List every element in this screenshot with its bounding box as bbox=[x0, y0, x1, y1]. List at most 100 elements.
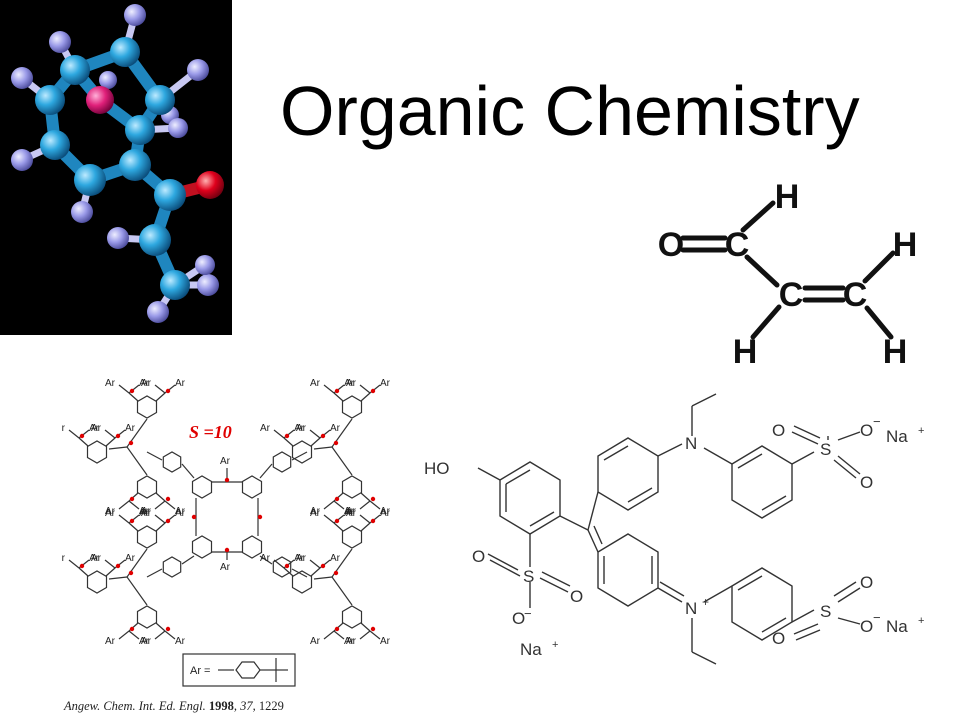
bond bbox=[105, 567, 116, 577]
bond bbox=[126, 446, 148, 476]
atom-c3: C bbox=[843, 276, 868, 314]
aryl-label: Ar bbox=[62, 423, 66, 434]
bond bbox=[118, 514, 130, 524]
aryl-label: Ar bbox=[260, 553, 271, 564]
s-label-bottom: S bbox=[820, 602, 831, 621]
o-left-minus: O bbox=[512, 609, 525, 628]
oxygen-atom bbox=[196, 171, 224, 199]
na-top-plus: + bbox=[918, 425, 924, 437]
radical-dot bbox=[284, 433, 290, 439]
radical-dot bbox=[320, 433, 326, 439]
bond bbox=[118, 500, 130, 510]
molecule-3d-image bbox=[0, 0, 232, 335]
radical-dot bbox=[284, 563, 290, 569]
o-left-1: O bbox=[472, 547, 485, 566]
bond bbox=[359, 500, 371, 510]
aryl-label: Ar bbox=[310, 508, 321, 519]
benzene-ring bbox=[162, 451, 182, 473]
radical-dot bbox=[129, 626, 135, 632]
bond bbox=[310, 437, 321, 447]
aryl-label: Ar bbox=[141, 508, 152, 519]
aryl-label: Ar bbox=[296, 553, 307, 564]
dendrimer-svg: ArArArArArArArArArArArArArArArArArArArAr… bbox=[62, 378, 391, 713]
aryl-label: Ar bbox=[310, 506, 321, 517]
bond bbox=[323, 514, 335, 524]
aryl-label: Ar bbox=[346, 636, 357, 647]
bond bbox=[331, 576, 353, 606]
radical-dot bbox=[165, 388, 171, 394]
acrolein-svg: O C C C H H H H bbox=[658, 178, 918, 371]
radical-dot bbox=[370, 626, 376, 632]
na-bottom-plus: + bbox=[918, 615, 924, 627]
atom-c1: C bbox=[725, 226, 750, 264]
benzene-ring bbox=[291, 570, 313, 594]
bond bbox=[310, 567, 321, 577]
benzene-ring bbox=[136, 525, 158, 549]
aryl-label: Ar bbox=[139, 506, 150, 517]
aryl-label: Ar bbox=[380, 636, 391, 647]
aryl-label: Ar bbox=[380, 506, 391, 517]
radical-dot bbox=[79, 433, 85, 439]
dye-bonds bbox=[477, 393, 861, 665]
bond bbox=[333, 630, 345, 640]
radical-dot bbox=[165, 496, 171, 502]
bond bbox=[126, 576, 148, 606]
o-top-minus: O bbox=[860, 421, 873, 440]
n-top-label: N bbox=[685, 434, 697, 453]
aryl-label: Ar bbox=[344, 506, 355, 517]
radical-dot bbox=[334, 518, 340, 524]
bond bbox=[283, 437, 294, 447]
o-bottom-minus: O bbox=[860, 617, 873, 636]
benzene-ring bbox=[272, 556, 292, 578]
bond bbox=[68, 559, 80, 569]
radical-dot bbox=[320, 563, 326, 569]
spin-label: S =10 bbox=[189, 422, 232, 442]
o-left-2: O bbox=[570, 587, 583, 606]
aryl-label: Ar bbox=[380, 378, 391, 389]
bond bbox=[181, 555, 195, 565]
aryl-label: Ar bbox=[105, 506, 116, 517]
bond bbox=[118, 630, 130, 640]
bond bbox=[128, 500, 140, 510]
radical-dot bbox=[129, 388, 135, 394]
bond bbox=[78, 437, 89, 447]
bond bbox=[105, 437, 116, 447]
carbon-atoms bbox=[35, 37, 190, 300]
aryl-label: Ar bbox=[260, 423, 271, 434]
s-label-left: S bbox=[523, 567, 534, 586]
n-plus-sign: + bbox=[702, 595, 709, 609]
radical-dot bbox=[165, 518, 171, 524]
bond bbox=[313, 446, 333, 450]
radical-dot bbox=[333, 570, 339, 576]
bond bbox=[360, 622, 371, 632]
bond bbox=[146, 451, 163, 461]
aryl-label: Ar bbox=[141, 506, 152, 517]
radical-dot bbox=[129, 518, 135, 524]
benzene-ring bbox=[341, 525, 363, 549]
na-left-plus: + bbox=[552, 639, 558, 651]
aryl-legend-label: Ar = bbox=[190, 665, 210, 677]
bond bbox=[104, 429, 116, 439]
radical-dot bbox=[224, 477, 230, 483]
bond bbox=[104, 559, 116, 569]
aryl-label: Ar bbox=[175, 506, 186, 517]
citation: Angew. Chem. Int. Ed. Engl. 1998, 37, 12… bbox=[63, 699, 284, 713]
na-top: Na bbox=[886, 427, 908, 446]
bond bbox=[155, 622, 166, 632]
bond bbox=[108, 576, 128, 580]
bond bbox=[108, 446, 128, 450]
aryl-label: Ar bbox=[62, 553, 66, 564]
atom-o: O bbox=[658, 226, 684, 264]
bond bbox=[154, 514, 166, 524]
aryl-label: Ar bbox=[105, 378, 116, 389]
bond bbox=[155, 492, 166, 502]
radical-dot bbox=[224, 547, 230, 553]
bond bbox=[154, 500, 166, 510]
aryl-label: Ar bbox=[105, 636, 116, 647]
bond bbox=[259, 463, 273, 479]
radical-dot bbox=[115, 433, 121, 439]
minus-top: − bbox=[873, 414, 881, 429]
o-top-1: O bbox=[772, 421, 785, 440]
radical-dot bbox=[257, 514, 263, 520]
